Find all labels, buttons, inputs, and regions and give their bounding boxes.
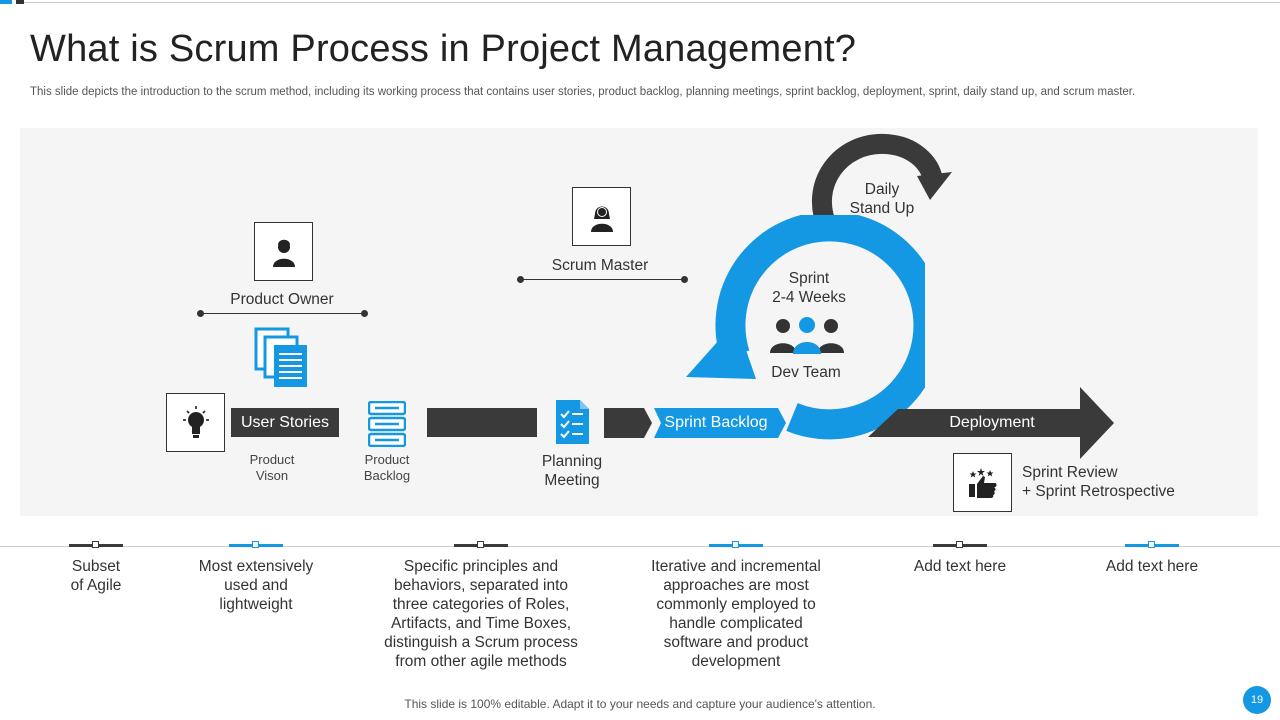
feature-text-line: Subset — [71, 558, 121, 575]
product-vision-icon-box — [166, 393, 225, 452]
checklist-icon — [556, 400, 589, 444]
product-backlog-label-2: Backlog — [363, 468, 411, 483]
feature-text-line: distinguish a Scrum process — [384, 634, 578, 651]
product-vison-label-2: Vison — [255, 468, 289, 483]
scrum-master-line-dot-left — [517, 276, 524, 283]
product-backlog-label-1: Product — [364, 452, 410, 467]
feature-text: Iterative and incremental approaches are … — [621, 557, 851, 671]
product-owner-icon-box — [254, 222, 313, 281]
planning-meeting-label-2: Meeting — [544, 472, 600, 489]
feature-marker-square — [956, 541, 963, 548]
feature-text-line: Iterative and incremental — [651, 558, 821, 575]
feature-text: Add text here — [1082, 557, 1222, 576]
product-owner-line-dot-left — [197, 310, 204, 317]
feature-text-line: software and product — [663, 634, 809, 651]
feature-text-line: used and — [224, 577, 288, 594]
feature-marker-square — [252, 541, 259, 548]
feature-text: Add text here — [890, 557, 1030, 576]
deployment-label: Deployment — [949, 413, 1035, 431]
slide-title: What is Scrum Process in Project Managem… — [30, 28, 857, 70]
feature-text-line: behaviors, separated into — [393, 577, 569, 594]
sprint-label-1: Sprint — [788, 270, 830, 287]
scrum-master-label: Scrum Master — [551, 257, 649, 274]
product-owner-icon — [272, 239, 295, 267]
user-stories-chip: User Stories — [231, 408, 339, 437]
sprint-label-2: 2-4 Weeks — [772, 289, 846, 306]
diagram-panel — [20, 128, 1258, 516]
scrum-master-line — [521, 279, 684, 280]
feature-text-line: approaches are most — [663, 577, 809, 594]
daily-standup-label-2: Stand Up — [849, 200, 915, 217]
feature-text-line: commonly employed to — [656, 596, 816, 613]
feature-text-line: lightweight — [219, 596, 293, 613]
feature-text-line: Most extensively — [198, 558, 314, 575]
section-divider — [0, 546, 1280, 547]
feature-text-line: Specific principles and — [403, 558, 559, 575]
feature-text-line: handle complicated — [669, 615, 803, 632]
deployment-arrow — [868, 387, 1114, 459]
feature-marker-square — [1148, 541, 1155, 548]
product-vison-label-1: Product — [249, 452, 295, 467]
planning-meeting-label-1: Planning — [541, 453, 603, 470]
documents-icon — [254, 327, 307, 387]
product-owner-line-dot-right — [361, 310, 368, 317]
footer-note: This slide is 100% editable. Adapt it to… — [404, 697, 876, 711]
flow-bar-1 — [427, 408, 537, 437]
feature-text-line: from other agile methods — [395, 653, 567, 670]
scrum-master-line-dot-right — [681, 276, 688, 283]
corner-mark-blue — [0, 0, 12, 4]
sprint-cycle-ring — [686, 215, 925, 440]
feature-marker — [454, 541, 508, 548]
thumbs-up-icon — [968, 467, 996, 498]
feature-text: Specific principles and behaviors, separa… — [366, 557, 596, 671]
feature-text-line: Artifacts, and Time Boxes, — [390, 615, 572, 632]
product-owner-line — [201, 313, 364, 314]
dev-team-label: Dev Team — [771, 364, 841, 381]
feature-text-line: three categories of Roles, — [392, 596, 570, 613]
feature-marker-square — [477, 541, 484, 548]
feature-text-line: of Agile — [70, 577, 122, 594]
product-backlog-icon — [368, 401, 406, 447]
scrum-master-icon-box — [572, 187, 631, 246]
feature-marker — [933, 541, 987, 548]
slide-subtitle: This slide depicts the introduction to t… — [30, 86, 1136, 98]
feature-marker — [709, 541, 763, 548]
scrum-master-icon — [590, 206, 613, 232]
feature-marker-square — [92, 541, 99, 548]
sprint-backlog-label: Sprint Backlog — [664, 413, 768, 431]
feature-text-line: development — [691, 653, 781, 670]
product-owner-label: Product Owner — [230, 291, 334, 308]
sprint-review-label-2: + Sprint Retrospective — [1022, 483, 1175, 500]
sprint-review-label-1: Sprint Review — [1022, 464, 1118, 481]
feature-marker — [229, 541, 283, 548]
daily-standup-loop-arrow — [811, 133, 952, 233]
feature-marker-square — [732, 541, 739, 548]
page-number-badge: 19 — [1243, 686, 1271, 714]
feature-text: Subset of Agile — [36, 557, 156, 595]
flow-chevron-1 — [604, 408, 652, 438]
feature-text: Most extensively used and lightweight — [186, 557, 326, 614]
feature-marker — [1125, 541, 1179, 548]
sprint-backlog-chevron — [654, 408, 786, 438]
sprint-review-icon-box — [953, 453, 1012, 512]
dev-team-icon — [770, 317, 844, 354]
feature-text-line: Add text here — [913, 558, 1007, 575]
lightbulb-icon — [182, 405, 209, 438]
feature-marker — [69, 541, 123, 548]
daily-standup-label-1: Daily — [864, 181, 900, 198]
feature-text-line: Add text here — [1105, 558, 1199, 575]
corner-mark-dark — [16, 0, 24, 4]
top-rule — [24, 2, 1280, 3]
